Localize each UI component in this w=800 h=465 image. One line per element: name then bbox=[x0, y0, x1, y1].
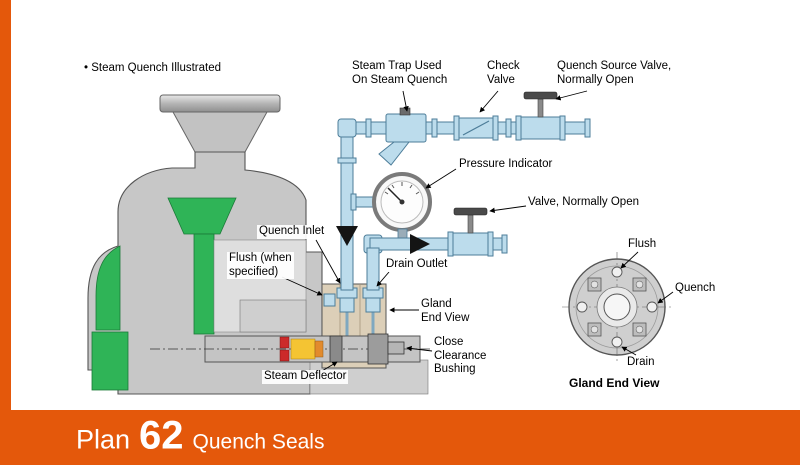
drain-port bbox=[611, 336, 623, 348]
quench-source-valve bbox=[515, 91, 566, 141]
pipe-elbow-top bbox=[337, 118, 357, 138]
pipe-end-cap bbox=[501, 234, 508, 254]
callout-valve-normally-open: Valve, Normally Open bbox=[528, 196, 639, 208]
leader-quench-inlet bbox=[315, 239, 341, 284]
leader-flush bbox=[281, 276, 323, 296]
leader-steam-trap bbox=[402, 90, 409, 112]
casing-green-foot bbox=[91, 331, 129, 391]
banner-plan-number: 62 bbox=[139, 413, 184, 458]
steam-deflector-part bbox=[329, 335, 343, 363]
leader-close-clearance-bushing bbox=[406, 345, 433, 352]
label-flush: Flush bbox=[628, 238, 657, 250]
callout-steam-quench-illustrated: • Steam Quench Illustrated bbox=[84, 62, 221, 74]
leader-quench-source-valve bbox=[555, 90, 588, 101]
steam-trap bbox=[378, 107, 427, 166]
seal-part-red-top bbox=[279, 336, 290, 349]
gland-end-view-caption: Gland End View bbox=[569, 376, 660, 390]
drain-valve-normally-open bbox=[447, 207, 494, 257]
gland-ports bbox=[576, 266, 658, 348]
leader-drain-port bbox=[621, 346, 637, 356]
valve-stem bbox=[537, 98, 544, 118]
flow-arrow-right bbox=[410, 234, 430, 254]
piping-plan-drawing bbox=[87, 90, 674, 395]
pipe-coupling bbox=[505, 118, 512, 138]
check-valve bbox=[453, 115, 499, 141]
leader-quench-port bbox=[657, 291, 674, 304]
diagram-canvas: • Steam Quench Illustrated Steam Trap Us… bbox=[84, 60, 716, 395]
casing-green-channel bbox=[193, 233, 215, 335]
left-accent-strip bbox=[0, 0, 11, 465]
gland-end-view-drawing bbox=[562, 252, 672, 362]
callout-quench-source-valve: Quench Source Valve, Normally Open bbox=[557, 60, 672, 86]
casing-green-volute bbox=[95, 245, 121, 331]
flush-port-fitting bbox=[323, 293, 336, 307]
bullet-icon: • bbox=[84, 62, 89, 74]
leader-valve-normally-open bbox=[489, 205, 527, 214]
callout-steam-deflector: Steam Deflector bbox=[262, 370, 349, 384]
quench-supply-piping bbox=[337, 91, 591, 291]
callout-steam-trap: Steam Trap Used On Steam Quench bbox=[352, 60, 448, 86]
banner-plan-word: Plan bbox=[76, 424, 131, 455]
pipe-coupling bbox=[431, 118, 438, 138]
callout-pressure-indicator: Pressure Indicator bbox=[459, 158, 553, 170]
flow-arrows bbox=[336, 226, 430, 254]
label-drain: Drain bbox=[627, 356, 655, 368]
callout-quench-inlet: Quench Inlet bbox=[257, 225, 327, 239]
close-clearance-bushing-part bbox=[367, 333, 389, 365]
flush-port bbox=[611, 266, 623, 278]
valve-handle bbox=[453, 207, 488, 216]
gauge-stem bbox=[397, 228, 408, 239]
gland-bolts bbox=[587, 277, 647, 337]
callout-close-clearance-bushing: Close Clearance Bushing bbox=[434, 336, 487, 376]
leader-drain-outlet bbox=[376, 271, 390, 287]
valve-stem bbox=[467, 214, 474, 234]
pressure-indicator-gauge bbox=[350, 172, 432, 239]
suction-flange bbox=[159, 94, 281, 113]
pump-cross-section bbox=[87, 94, 432, 395]
callout-drain-outlet: Drain Outlet bbox=[384, 258, 450, 272]
spare-port bbox=[576, 301, 588, 313]
leader-lines bbox=[281, 90, 674, 372]
label-quench: Quench bbox=[675, 282, 716, 294]
drain-vertical-pipe bbox=[366, 247, 380, 291]
title-banner: Plan 62 Quench Seals bbox=[0, 410, 800, 465]
callout-flush-when-specified: Flush (when specified) bbox=[227, 252, 294, 280]
callout-check-valve: Check Valve bbox=[487, 60, 520, 86]
bushing-bolt bbox=[387, 341, 405, 355]
leader-steam-deflector bbox=[321, 361, 338, 372]
seal-part-yellow bbox=[290, 338, 316, 360]
suction-neck bbox=[172, 111, 268, 153]
seal-chamber bbox=[239, 299, 307, 333]
callout-gland-end-view-pointer: Gland End View bbox=[421, 298, 470, 324]
pipe-coupling bbox=[365, 118, 372, 138]
valve-handle bbox=[523, 91, 558, 100]
banner-title: Plan 62 Quench Seals bbox=[76, 413, 324, 458]
seal-part-red-bottom bbox=[279, 349, 290, 362]
pipe-coupling bbox=[337, 157, 357, 164]
seal-part-orange bbox=[314, 340, 324, 358]
banner-subtitle: Quench Seals bbox=[192, 430, 325, 454]
casing-green-top bbox=[167, 197, 237, 235]
pipe-end-cap bbox=[584, 118, 591, 138]
gauge-needle bbox=[387, 187, 403, 203]
leader-check-valve bbox=[479, 90, 499, 113]
flow-arrow-down bbox=[336, 226, 358, 246]
drain-piping bbox=[363, 207, 508, 291]
leader-pressure-indicator bbox=[425, 168, 457, 189]
quench-port bbox=[646, 301, 658, 313]
leader-flush-port bbox=[620, 251, 639, 269]
